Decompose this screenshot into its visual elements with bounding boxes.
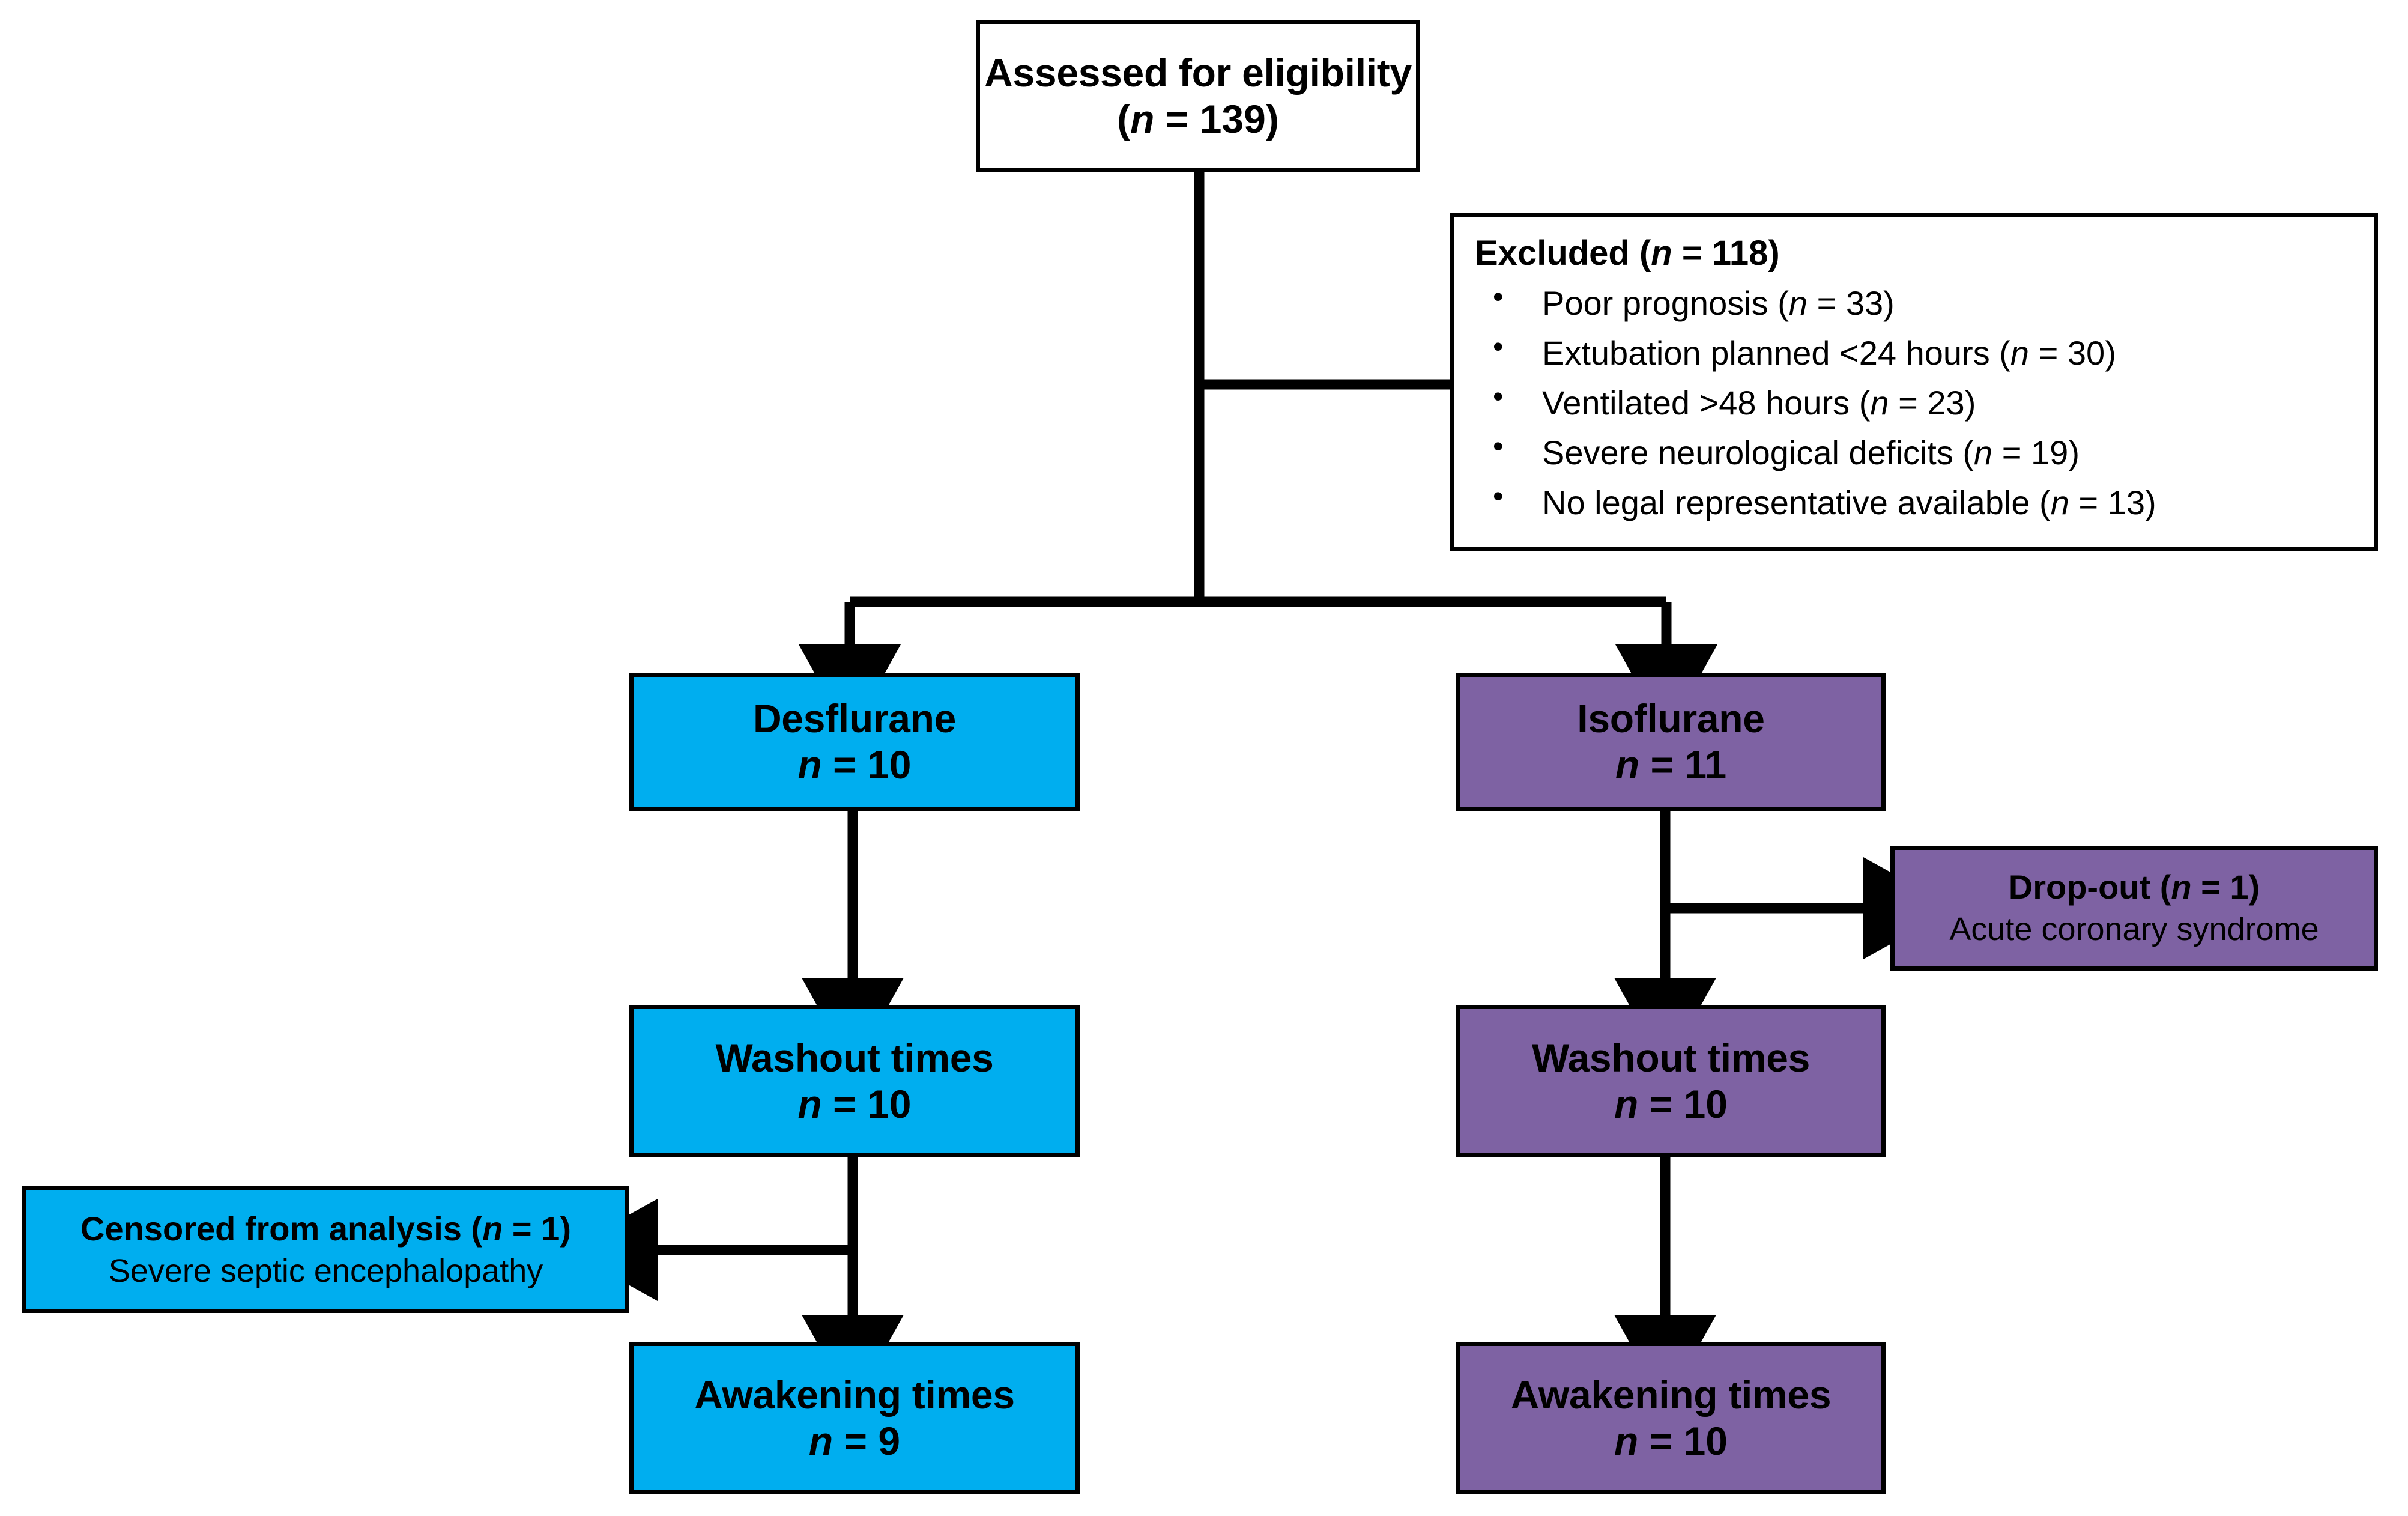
assessed-title: Assessed for eligibility	[984, 50, 1412, 96]
node-awakening-desflurane[interactable]: Awakening times n = 9	[629, 1342, 1080, 1494]
list-item: •Extubation planned <24 hours (n = 30)	[1493, 330, 2116, 372]
excluded-reason-label: No legal representative available	[1542, 484, 2030, 522]
bullet-icon: •	[1493, 280, 1504, 314]
excluded-reason-label: Extubation planned <24 hours	[1542, 334, 1990, 372]
excluded-reason-label: Poor prognosis	[1542, 284, 1768, 323]
bullet-icon: •	[1493, 479, 1504, 514]
node-awakening-isoflurane[interactable]: Awakening times n = 10	[1456, 1342, 1886, 1494]
list-item: •Severe neurological deficits (n = 19)	[1493, 429, 2080, 472]
dropout-title: Drop-out (n = 1)	[2008, 868, 2260, 906]
bullet-icon: •	[1493, 380, 1504, 414]
censored-title: Censored from analysis (n = 1)	[80, 1209, 571, 1248]
excluded-reason-list: •Poor prognosis (n = 33) •Extubation pla…	[1475, 280, 2356, 523]
list-item: •No legal representative available (n = …	[1493, 479, 2156, 522]
washout-isoflurane-title: Washout times	[1531, 1035, 1811, 1080]
isoflurane-count: n = 11	[1615, 742, 1727, 787]
desflurane-count: n = 10	[797, 742, 912, 787]
node-isoflurane[interactable]: Isoflurane n = 11	[1456, 673, 1886, 811]
node-washout-desflurane[interactable]: Washout times n = 10	[629, 1005, 1080, 1157]
node-desflurane[interactable]: Desflurane n = 10	[629, 673, 1080, 811]
node-assessed-for-eligibility[interactable]: Assessed for eligibility (n = 139)	[976, 20, 1420, 172]
awakening-desflurane-count: n = 9	[808, 1418, 901, 1463]
awakening-desflurane-title: Awakening times	[694, 1372, 1015, 1417]
awakening-isoflurane-title: Awakening times	[1510, 1372, 1832, 1417]
assessed-count: (n = 139)	[1117, 97, 1279, 141]
excluded-reason-label: Ventilated >48 hours	[1542, 384, 1850, 422]
washout-desflurane-count: n = 10	[797, 1081, 912, 1126]
censored-reason: Severe septic encephalopathy	[108, 1252, 543, 1289]
bullet-icon: •	[1493, 330, 1504, 364]
washout-desflurane-title: Washout times	[715, 1035, 994, 1080]
desflurane-title: Desflurane	[752, 696, 957, 741]
node-washout-isoflurane[interactable]: Washout times n = 10	[1456, 1005, 1886, 1157]
dropout-reason: Acute coronary syndrome	[1949, 911, 2319, 948]
list-item: •Poor prognosis (n = 33)	[1493, 280, 1895, 323]
bullet-icon: •	[1493, 429, 1504, 464]
excluded-title: Excluded (n = 118)	[1475, 234, 1780, 273]
excluded-reason-label: Severe neurological deficits	[1542, 434, 1953, 472]
list-item: •Ventilated >48 hours (n = 23)	[1493, 380, 1976, 422]
isoflurane-title: Isoflurane	[1577, 696, 1765, 741]
node-excluded[interactable]: Excluded (n = 118) •Poor prognosis (n = …	[1450, 213, 2378, 551]
awakening-isoflurane-count: n = 10	[1614, 1418, 1728, 1463]
node-dropout[interactable]: Drop-out (n = 1) Acute coronary syndrome	[1890, 846, 2378, 971]
washout-isoflurane-count: n = 10	[1614, 1081, 1728, 1126]
node-censored[interactable]: Censored from analysis (n = 1) Severe se…	[22, 1186, 629, 1313]
